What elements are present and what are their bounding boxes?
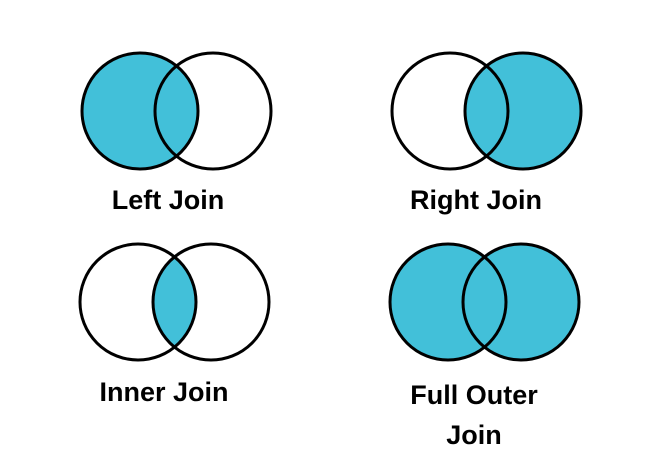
inner-join-label: Inner Join <box>99 377 229 407</box>
right-join-label: Right Join <box>410 185 542 215</box>
left-join-label: Left Join <box>111 185 225 215</box>
left-circle-outline <box>390 51 510 171</box>
venn-inner-join <box>78 242 271 362</box>
right-circle-outline <box>151 242 271 362</box>
left-circle-outline <box>78 242 198 362</box>
right-circle-outline <box>463 51 583 171</box>
intersection-region <box>153 244 196 360</box>
venn-full-outer-join <box>388 242 581 362</box>
full-outer-join-label: Full Outer Join <box>410 380 538 450</box>
right-circle-outline <box>461 242 581 362</box>
venn-left-join <box>80 51 273 171</box>
right-circle <box>463 244 579 360</box>
left-circle <box>82 53 198 169</box>
left-circle-outline <box>388 242 508 362</box>
venn-right-join <box>390 51 583 171</box>
left-circle-outline <box>80 51 200 171</box>
right-circle <box>465 53 581 169</box>
right-circle-outline <box>153 51 273 171</box>
